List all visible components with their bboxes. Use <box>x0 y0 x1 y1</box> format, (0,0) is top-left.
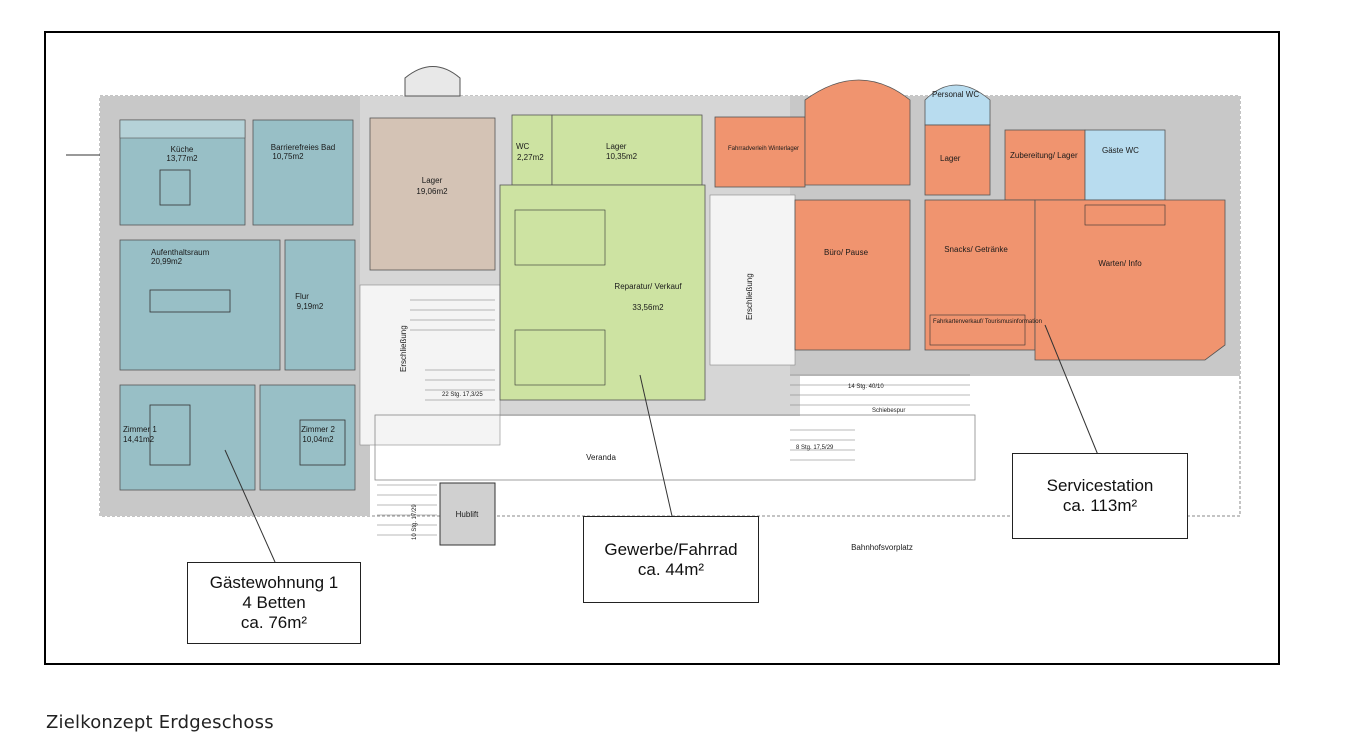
label-erschliessung-west: Erschließung <box>399 325 408 372</box>
room-buero <box>794 199 911 351</box>
callout-guest-line1: Gästewohnung 1 <box>209 573 339 592</box>
room-zimmer1 <box>119 384 256 491</box>
label-lager-green: Lager <box>606 142 627 151</box>
room-bad <box>252 119 354 226</box>
area-flur: 9,19m2 <box>297 302 324 311</box>
east-passage <box>709 194 796 366</box>
leader-guest <box>224 449 276 563</box>
area-bad: 10,75m2 <box>272 152 304 161</box>
room-personal-wc <box>924 84 991 126</box>
callout-service-line1: Servicestation <box>1046 476 1154 495</box>
room-lager-brown <box>369 117 496 271</box>
label-zimmer1: Zimmer 1 <box>123 425 157 434</box>
label-reparatur: Reparatur/ Verkauf <box>614 282 682 291</box>
label-stairs-main: 22 Stg. 17,3/25 <box>442 392 483 398</box>
label-erschliessung-east: Erschließung <box>745 273 754 320</box>
area-reparatur: 33,56m2 <box>632 303 664 312</box>
label-buero: Büro/ Pause <box>824 248 869 257</box>
room-zimmer2 <box>259 384 356 491</box>
label-bahnhofsvorplatz: Bahnhofsvorplatz <box>851 543 913 552</box>
room-snacks <box>924 199 1036 351</box>
callout-commercial-line1: Gewerbe/Fahrrad <box>604 539 738 559</box>
page-caption: Zielkonzept Erdgeschoss <box>46 712 274 733</box>
label-fahrkarten: Fahrkartenverkauf/ Tourismusinformation <box>933 319 1042 325</box>
label-snacks: Snacks/ Getränke <box>944 245 1008 254</box>
room-warten <box>1034 199 1226 361</box>
lift-stairs <box>377 484 437 536</box>
label-warten: Warten/ Info <box>1098 259 1142 268</box>
label-wc: WC <box>516 142 530 151</box>
label-flur: Flur <box>295 292 309 301</box>
room-fahrradverleih <box>714 116 806 188</box>
area-kueche: 13,77m2 <box>166 154 198 163</box>
callout-service-line2: ca. 113m² <box>1062 496 1138 515</box>
room-bay-orange <box>804 79 911 186</box>
label-stairs-east-top: 14 Stg. 40/10 <box>848 384 884 390</box>
stair-hall <box>359 284 501 446</box>
label-aufenthalt: Aufenthaltsraum <box>151 248 210 257</box>
label-personal-wc: Personal WC <box>932 90 979 99</box>
area-aufenthalt: 20,99m2 <box>151 257 183 266</box>
callout-guest-line3: ca. 76m² <box>240 613 308 632</box>
callout-guest-flat: Gästewohnung 1 4 Betten ca. 76m² <box>187 562 361 644</box>
room-flur <box>284 239 356 371</box>
east-stairs <box>790 374 970 461</box>
leader-service <box>1044 324 1099 456</box>
label-lager-orange: Lager <box>940 154 961 163</box>
area-lager-brown: 19,06m2 <box>416 187 448 196</box>
room-aufenthalt <box>119 239 281 371</box>
label-kueche: Küche <box>171 145 194 154</box>
bike-racks <box>514 209 606 386</box>
entrance-bay <box>404 66 461 97</box>
dining-table <box>159 169 191 206</box>
area-zimmer2: 10,04m2 <box>302 435 334 444</box>
callout-commercial: Gewerbe/Fahrrad ca. 44m² <box>583 516 759 603</box>
kitchen-counter <box>119 119 246 139</box>
label-bad: Barrierefreies Bad <box>271 143 335 152</box>
veranda <box>374 414 976 481</box>
label-veranda: Veranda <box>586 453 616 462</box>
leader-commercial <box>639 374 673 517</box>
area-wc: 2,27m2 <box>517 153 544 162</box>
stair-treads <box>410 299 495 401</box>
label-zubereitung: Zubereitung/ Lager <box>1010 151 1078 160</box>
label-schiebespur: Schiebespur <box>872 408 905 414</box>
bed-1 <box>149 404 191 466</box>
callout-service: Servicestation ca. 113m² <box>1012 453 1188 539</box>
room-wc <box>511 114 553 186</box>
label-stairs-east: 8 Stg. 17,5/29 <box>796 445 834 451</box>
lift-shaft <box>439 482 496 546</box>
area-lager-green: 10,35m2 <box>606 152 638 161</box>
counter-fahrkarten <box>929 314 1026 346</box>
label-zimmer2: Zimmer 2 <box>301 425 335 434</box>
room-gaeste-wc <box>1084 129 1166 201</box>
label-hublift: Hublift <box>456 510 479 519</box>
callout-guest-line2: 4 Betten <box>242 593 306 612</box>
label-gaeste-wc: Gäste WC <box>1102 146 1139 155</box>
meeting-table <box>149 289 231 313</box>
bed-2 <box>299 419 346 466</box>
label-lager-brown: Lager <box>422 176 443 185</box>
room-lager-orange <box>924 124 991 196</box>
room-lager-green <box>551 114 703 186</box>
bench-row <box>1084 204 1166 226</box>
callout-commercial-line2: ca. 44m² <box>637 559 705 579</box>
room-reparatur <box>499 184 706 401</box>
label-fahrradverleih: Fahrradverleih Winterlager <box>728 146 799 152</box>
area-zimmer1: 14,41m2 <box>123 435 155 444</box>
label-stairs-lift: 10 Stg. 17/29 <box>412 504 418 540</box>
room-zubereitung <box>1004 129 1086 201</box>
